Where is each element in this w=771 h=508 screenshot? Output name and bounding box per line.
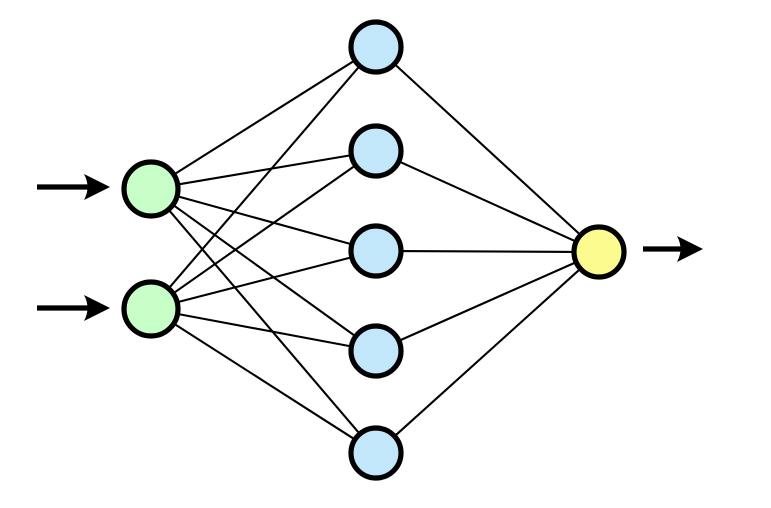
input-arrow-bottom-head — [84, 295, 110, 321]
input-arrow-top-head — [84, 174, 110, 200]
io-arrows-group — [37, 174, 703, 321]
edge-i1-h5 — [166, 207, 362, 436]
node-h4[interactable] — [348, 323, 404, 379]
edge-i1-h3 — [175, 194, 354, 246]
hidden-node-circle[interactable] — [348, 19, 404, 75]
output-node-circle[interactable] — [571, 224, 627, 280]
edge-h2-o1 — [396, 159, 579, 244]
edge-i1-h1 — [171, 58, 357, 177]
input-node-circle[interactable] — [121, 159, 181, 219]
node-o1[interactable] — [571, 224, 627, 280]
edge-h1-o1 — [392, 62, 583, 237]
hidden-node-circle[interactable] — [348, 323, 404, 379]
edge-i2-h5 — [171, 321, 357, 442]
edge-i2-h4 — [175, 312, 354, 348]
input-arrow-top — [37, 174, 110, 200]
edge-h4-o1 — [396, 260, 579, 343]
hidden-node-circle[interactable] — [348, 123, 404, 179]
edge-i1-h2 — [175, 153, 354, 186]
edge-i2-h1 — [166, 64, 362, 291]
edge-i2-h2 — [171, 163, 358, 296]
hidden-node-circle[interactable] — [348, 223, 404, 279]
output-arrow-head — [677, 236, 703, 262]
node-h1[interactable] — [348, 19, 404, 75]
node-h5[interactable] — [348, 425, 404, 481]
input-node-circle[interactable] — [121, 279, 181, 339]
edge-h3-o1 — [398, 250, 577, 253]
edge-i2-h3 — [175, 255, 354, 304]
output-arrow — [643, 236, 703, 262]
node-i2[interactable] — [121, 279, 181, 339]
node-i1[interactable] — [121, 159, 181, 219]
node-h2[interactable] — [348, 123, 404, 179]
edge-h5-o1 — [392, 267, 583, 438]
edges-group — [166, 58, 583, 442]
nodes-group — [121, 19, 627, 481]
hidden-node-circle[interactable] — [348, 425, 404, 481]
input-arrow-bottom — [37, 295, 110, 321]
edge-i1-h4 — [171, 203, 358, 339]
node-h3[interactable] — [348, 223, 404, 279]
